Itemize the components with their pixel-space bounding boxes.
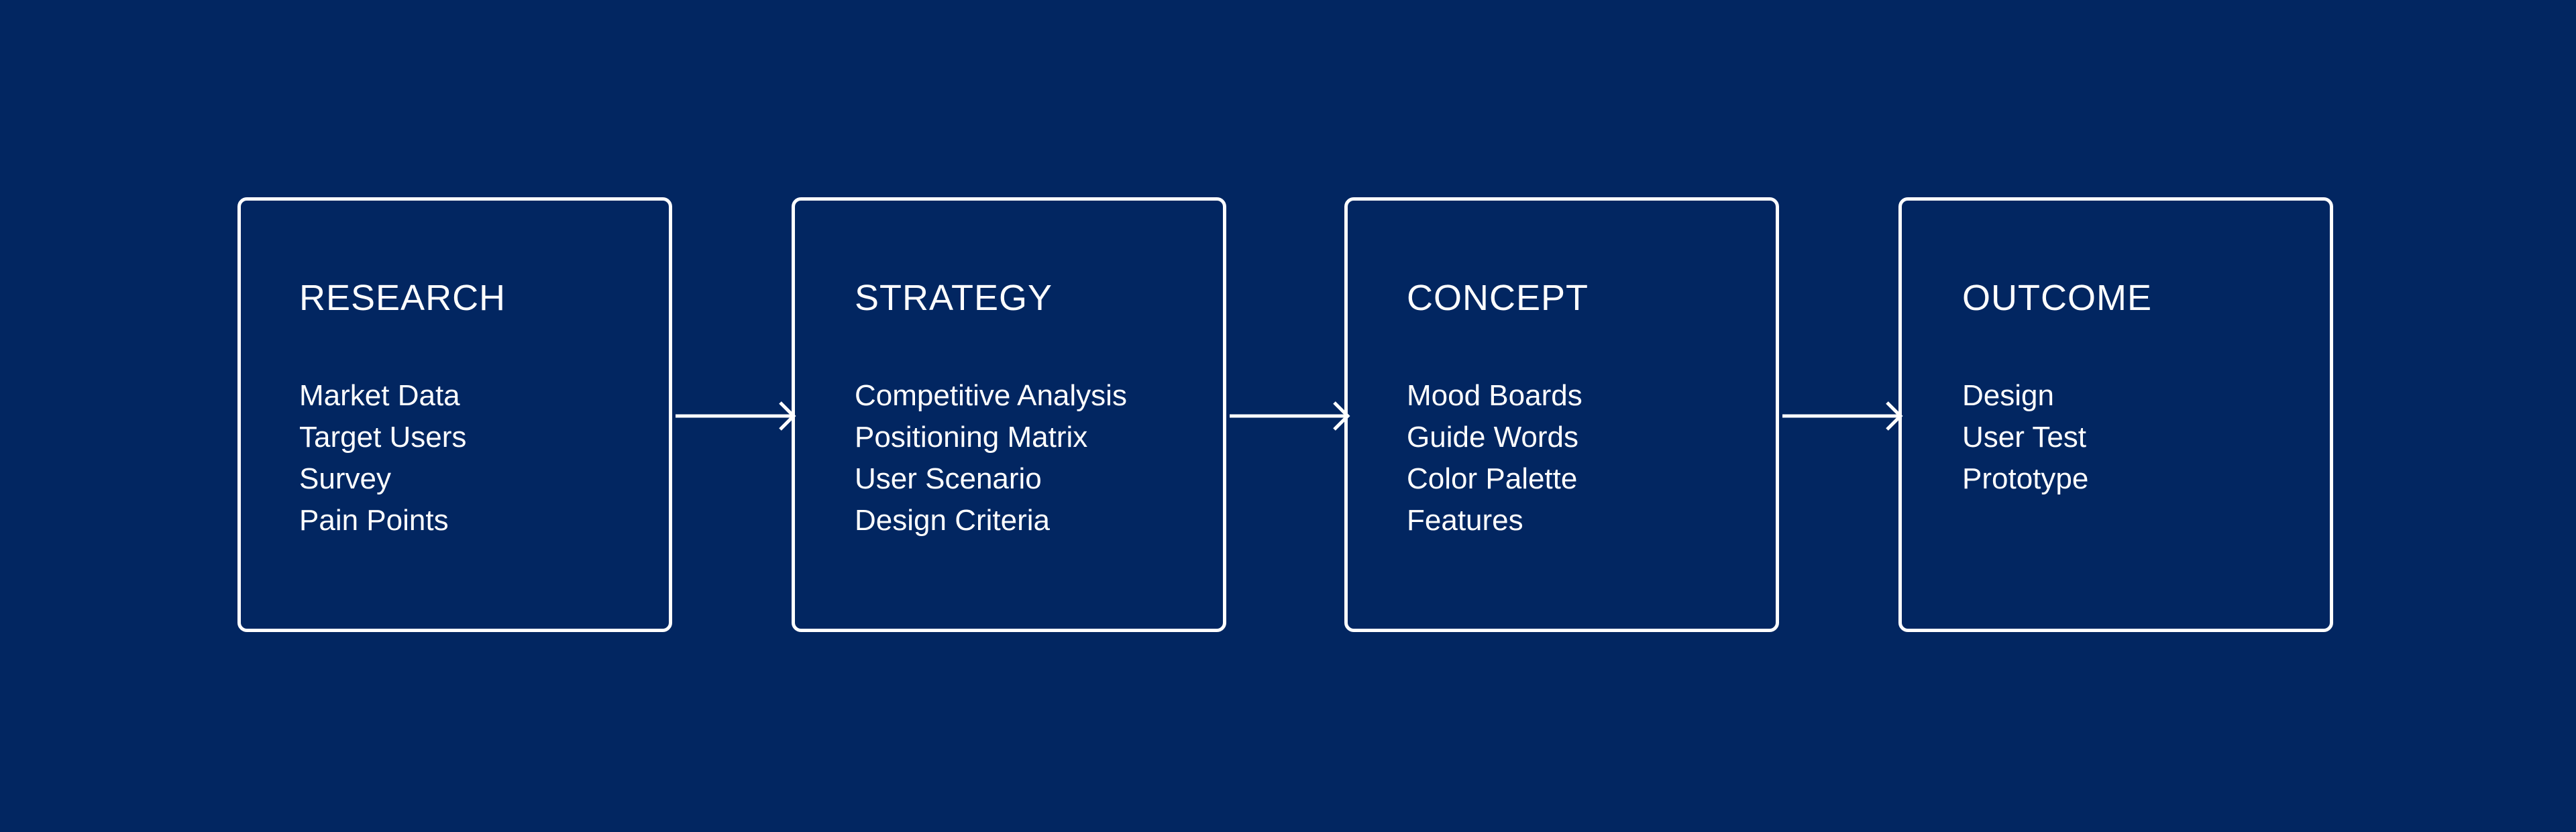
stage-item-list: Design User Test Prototype (1962, 375, 2088, 500)
stage-title: RESEARCH (299, 278, 506, 318)
stage-item: Features (1407, 504, 1523, 537)
stage-item: Competitive Analysis (855, 379, 1127, 412)
stage-item: Design (1962, 379, 2054, 412)
stage-item: Prototype (1962, 462, 2089, 495)
stage-card-concept: CONCEPT Mood Boards Guide Words Color Pa… (1344, 197, 1779, 632)
stage-item: Color Palette (1407, 462, 1578, 495)
stage-item: Market Data (299, 379, 460, 412)
arrow-right-icon (1230, 401, 1350, 431)
stage-item: Guide Words (1407, 421, 1578, 454)
stage-item-list: Competitive Analysis Positioning Matrix … (855, 375, 1127, 541)
stage-item: User Scenario (855, 462, 1042, 495)
stage-card-research: RESEARCH Market Data Target Users Survey… (237, 197, 672, 632)
stage-item: Pain Points (299, 504, 449, 537)
stage-item: Design Criteria (855, 504, 1050, 537)
stage-item: Target Users (299, 421, 467, 454)
stage-item-list: Market Data Target Users Survey Pain Poi… (299, 375, 466, 541)
stage-item: User Test (1962, 421, 2087, 454)
stage-item: Positioning Matrix (855, 421, 1088, 454)
arrow-right-icon (1782, 401, 1903, 431)
stage-title: CONCEPT (1407, 278, 1589, 318)
stage-card-outcome: OUTCOME Design User Test Prototype (1898, 197, 2333, 632)
stage-title: OUTCOME (1962, 278, 2152, 318)
stage-card-strategy: STRATEGY Competitive Analysis Positionin… (792, 197, 1226, 632)
stage-item: Survey (299, 462, 391, 495)
stage-item-list: Mood Boards Guide Words Color Palette Fe… (1407, 375, 1582, 541)
stage-title: STRATEGY (855, 278, 1053, 318)
arrow-right-icon (676, 401, 796, 431)
stage-item: Mood Boards (1407, 379, 1582, 412)
